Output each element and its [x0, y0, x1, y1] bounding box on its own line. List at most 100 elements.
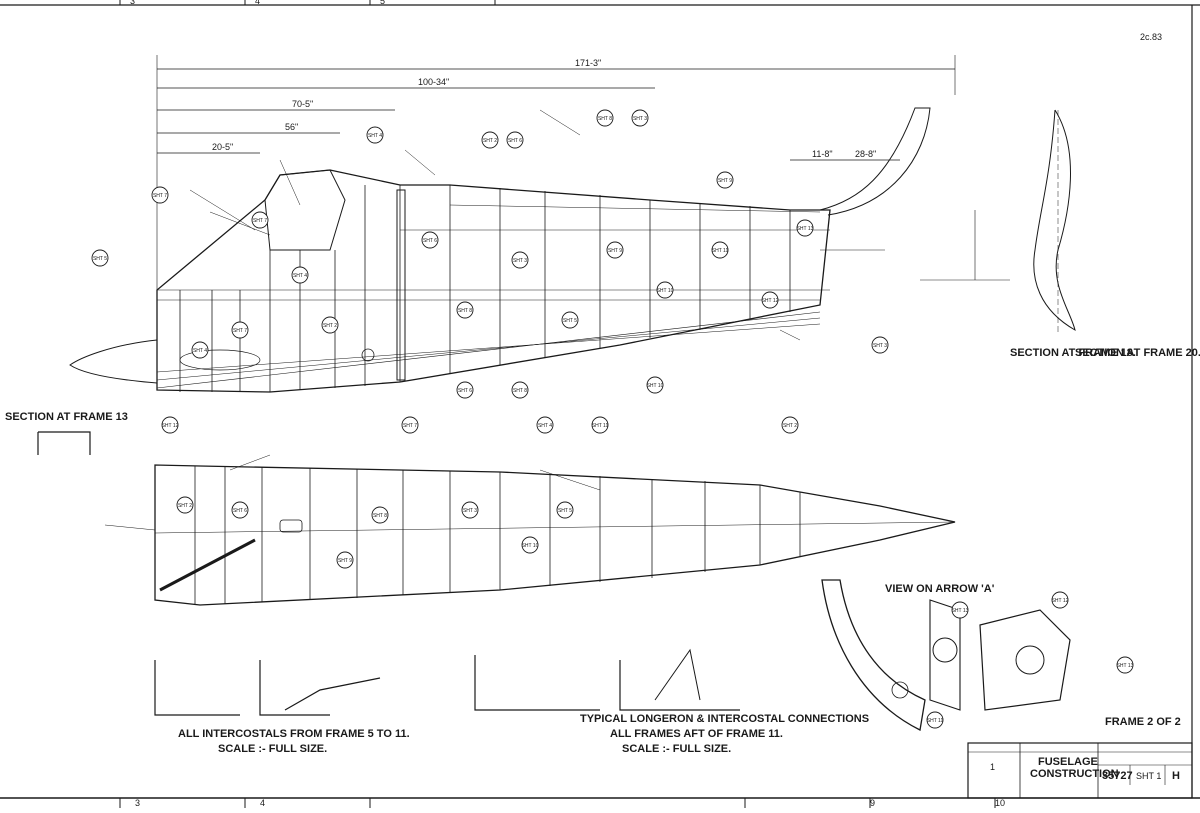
callout-bubble: SHT 7	[401, 416, 419, 434]
svg-text:SHT 6: SHT 6	[233, 508, 247, 514]
callout-bubble: SHT 8	[511, 381, 529, 399]
callout-bubble: SHT 11	[711, 241, 729, 259]
intercostals-title: ALL INTERCOSTALS FROM FRAME 5 TO 11.	[178, 728, 410, 740]
callout-bubble: SHT 12	[1051, 591, 1069, 609]
section-views: SECTION AT FRAME 18. SECTION AT FRAME 20…	[5, 109, 1200, 455]
svg-text:SHT 6: SHT 6	[508, 138, 522, 144]
callout-bubble: SHT 3	[871, 336, 889, 354]
callout-bubble: SHT 5	[561, 311, 579, 329]
callout-bubble: SHT 6	[421, 231, 439, 249]
border-number: 4	[255, 0, 260, 6]
svg-text:SHT 10: SHT 10	[522, 543, 539, 549]
svg-text:SHT 9: SHT 9	[608, 248, 622, 254]
svg-text:SHT 3: SHT 3	[873, 343, 887, 349]
callout-bubble: SHT 3	[461, 501, 479, 519]
callout-bubble: SHT 7	[231, 321, 249, 339]
svg-text:SHT 11: SHT 11	[712, 248, 729, 254]
svg-text:SHT 3: SHT 3	[463, 508, 477, 514]
svg-text:SHT 4: SHT 4	[538, 423, 552, 429]
border-number: 10	[995, 798, 1005, 808]
svg-text:SHT 5: SHT 5	[558, 508, 572, 514]
border-number: 9	[870, 798, 875, 808]
svg-text:SHT 11: SHT 11	[592, 423, 609, 429]
svg-text:SHT 12: SHT 12	[162, 423, 179, 429]
callout-bubble: SHT 6	[231, 501, 249, 519]
callout-bubble: SHT 10	[656, 281, 674, 299]
svg-text:SHT 8: SHT 8	[458, 308, 472, 314]
callout-bubble: SHT 3	[631, 109, 649, 127]
callout-bubble: SHT 9	[606, 241, 624, 259]
svg-text:SHT 13: SHT 13	[1117, 663, 1134, 669]
svg-text:SHT 3: SHT 3	[633, 116, 647, 122]
callout-bubble: SHT 8	[596, 109, 614, 127]
svg-text:SHT 2: SHT 2	[483, 138, 497, 144]
svg-text:SHT 3: SHT 3	[513, 258, 527, 264]
svg-text:SHT 8: SHT 8	[598, 116, 612, 122]
svg-text:SHT 13: SHT 13	[952, 608, 969, 614]
svg-text:SHT 6: SHT 6	[423, 238, 437, 244]
border-number: 3	[130, 0, 135, 6]
longeron-subtitle: ALL FRAMES AFT OF FRAME 11.	[610, 728, 783, 740]
dim-overall: 171-3"	[575, 58, 601, 68]
callout-bubble: SHT 9	[716, 171, 734, 189]
callout-bubble: SHT 6	[456, 381, 474, 399]
callout-bubble: SHT 7	[251, 211, 269, 229]
title-line-2: CONSTRUCTION	[1030, 768, 1119, 780]
view-arrow-a-title: VIEW ON ARROW 'A'	[885, 583, 995, 595]
fuselage-side-elevation	[69, 107, 931, 393]
callout-bubble: SHT 8	[371, 506, 389, 524]
longeron-scale: SCALE :- FULL SIZE.	[622, 743, 731, 755]
callout-bubble: SHT 6	[506, 131, 524, 149]
svg-text:SHT 10: SHT 10	[657, 288, 674, 294]
callout-bubble: SHT 2	[481, 131, 499, 149]
svg-text:SHT 8: SHT 8	[373, 513, 387, 519]
fuselage-plan-view	[154, 464, 956, 606]
svg-text:SHT 8: SHT 8	[513, 388, 527, 394]
callout-bubble: SHT 11	[591, 416, 609, 434]
svg-text:SHT 2: SHT 2	[323, 323, 337, 329]
callout-bubble: SHT 13	[796, 219, 814, 237]
border-number: 5	[380, 0, 385, 6]
detail-sections: ALL INTERCOSTALS FROM FRAME 5 TO 11. SCA…	[154, 648, 869, 755]
svg-text:SHT 12: SHT 12	[1052, 598, 1069, 604]
frame-reference: FRAME 2 OF 2	[1105, 716, 1181, 728]
longeron-title: TYPICAL LONGERON & INTERCOSTAL CONNECTIO…	[580, 713, 869, 725]
svg-text:SHT 6: SHT 6	[458, 388, 472, 394]
callout-bubble: SHT 11	[926, 711, 943, 729]
corner-reference: 2c.83	[1140, 32, 1162, 42]
title-line-1: FUSELAGE	[1038, 756, 1098, 768]
callout-bubble: SHT 2	[781, 416, 799, 434]
section-20-label: SECTION AT FRAME 20.	[1075, 347, 1200, 359]
dimension-lines: 171-3" 100-34" 70-5" 56" 20-5" 11-8" 28-…	[156, 55, 1010, 300]
intercostals-scale: SCALE :- FULL SIZE.	[218, 743, 327, 755]
svg-text:SHT 9: SHT 9	[338, 558, 352, 564]
title-block: FRAME 2 OF 2 FUSELAGE CONSTRUCTION 35727…	[967, 716, 1193, 799]
dim-lower: 56"	[285, 122, 298, 132]
callout-bubble: SHT 3	[511, 251, 529, 269]
callout-bubble: SHT 13	[951, 601, 969, 619]
view-on-arrow-a: VIEW ON ARROW 'A'	[821, 579, 1071, 731]
svg-text:SHT 7: SHT 7	[403, 423, 417, 429]
dim-tail-right: 28-8"	[855, 149, 876, 159]
callout-bubble: SHT 4	[291, 266, 309, 284]
svg-text:SHT 5: SHT 5	[563, 318, 577, 324]
svg-text:SHT 4: SHT 4	[293, 273, 307, 279]
svg-text:SHT 7: SHT 7	[153, 193, 167, 199]
sheet-number: SHT 1	[1136, 771, 1161, 781]
callout-bubble: SHT 4	[366, 126, 384, 144]
svg-text:SHT 2: SHT 2	[178, 503, 192, 509]
callout-bubble: SHT 5	[556, 501, 574, 519]
dim-upper: 100-34"	[418, 77, 449, 87]
callout-bubbles: SHT 7 SHT 4 SHT 2 SHT 6 SHT 8 SHT 3 SHT …	[91, 109, 1134, 729]
callout-bubble: SHT 5	[91, 249, 109, 267]
callout-bubble: SHT 4	[191, 341, 209, 359]
svg-text:SHT 2: SHT 2	[783, 423, 797, 429]
dim-tail-left: 11-8"	[812, 149, 833, 159]
callout-bubble: SHT 9	[336, 551, 354, 569]
svg-text:SHT 5: SHT 5	[93, 256, 107, 262]
svg-text:SHT 4: SHT 4	[193, 348, 207, 354]
svg-text:SHT 10: SHT 10	[647, 383, 664, 389]
callout-bubble: SHT 12	[161, 416, 179, 434]
svg-text:SHT 9: SHT 9	[718, 178, 732, 184]
